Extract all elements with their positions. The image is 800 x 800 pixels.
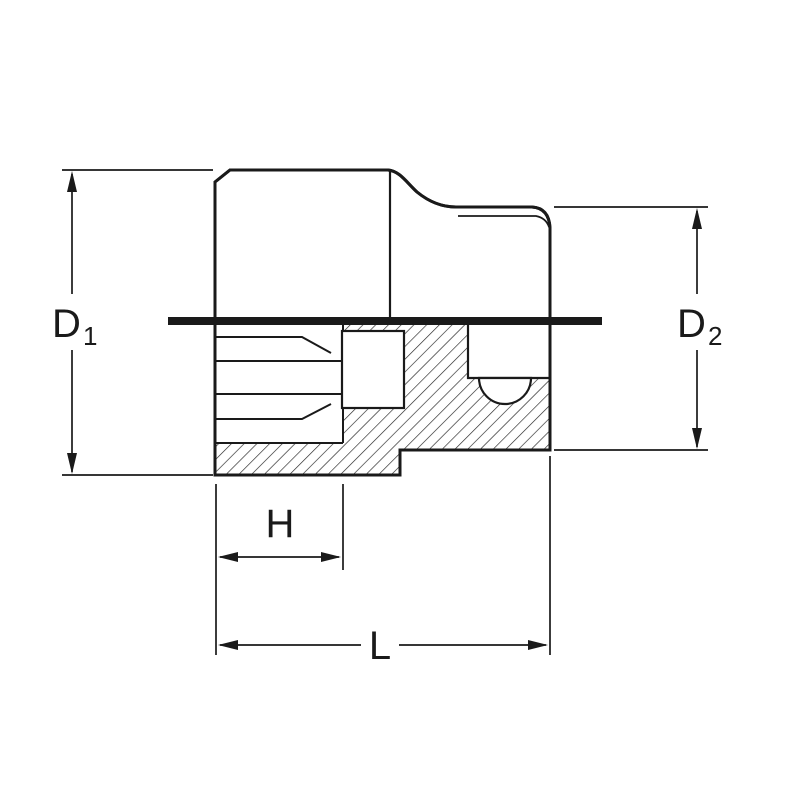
dimension-d2 <box>554 206 708 451</box>
hex-step-line-1 <box>215 336 332 354</box>
d2-arrow-bottom <box>692 428 702 449</box>
d1-arrow-top <box>67 171 77 192</box>
l-arrow-left <box>218 640 238 650</box>
h-arrow-left <box>218 552 238 562</box>
dimension-l <box>218 456 551 655</box>
l-arrow-right <box>528 640 548 650</box>
h-label: H <box>266 502 295 546</box>
d2-arrow-top <box>692 208 702 229</box>
hex-step-line-4 <box>215 403 332 420</box>
d2-subscript: 2 <box>708 321 722 351</box>
square-drive-cavity <box>468 322 550 378</box>
drive-chamfer-line <box>458 215 550 228</box>
d1-arrow-bottom <box>67 453 77 474</box>
socket-outline-overlay <box>213 168 552 477</box>
d2-label: D <box>677 302 706 346</box>
section-hatching <box>215 322 550 475</box>
l-label: L <box>369 624 391 668</box>
d1-subscript: 1 <box>83 321 97 351</box>
dimension-d1 <box>62 169 213 476</box>
d1-label: D <box>52 302 81 346</box>
dimension-h <box>215 484 344 655</box>
h-arrow-right <box>321 552 341 562</box>
ball-detent-recess <box>477 376 533 406</box>
hex-opening-cavity <box>215 322 343 443</box>
pin-hole <box>340 329 406 410</box>
